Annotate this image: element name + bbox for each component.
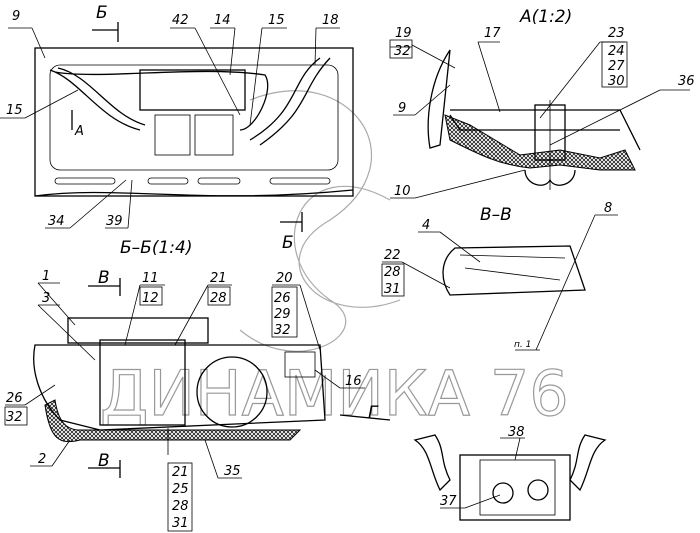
- view-g: 38 37: [413, 425, 607, 521]
- callout-15-left: 15: [6, 103, 23, 118]
- callout-31: 31: [384, 282, 401, 297]
- callout-30: 30: [608, 74, 625, 89]
- section-mark-v-bottom: В: [98, 451, 110, 471]
- callout-17: 17: [484, 26, 501, 41]
- callout-38: 38: [508, 425, 525, 440]
- callout-9-detail: 9: [398, 101, 406, 116]
- callout-1: 1: [42, 269, 50, 284]
- detail-a: A(1:2) 19 32 17 23 24 27 30 36 9 10: [389, 7, 695, 199]
- callout-34: 34: [48, 214, 65, 229]
- callout-p1: п. 1: [514, 340, 531, 350]
- section-v-title: В–В: [480, 205, 512, 225]
- callout-26: 26: [274, 291, 291, 306]
- callout-18: 18: [322, 13, 339, 28]
- section-mark-b-bottom: Б: [282, 233, 294, 253]
- callout-32-b: 32: [274, 323, 291, 338]
- callout-21-bottom: 21: [172, 465, 189, 480]
- callout-2: 2: [38, 452, 46, 467]
- callout-15: 15: [268, 13, 285, 28]
- watermark-text: ДИНАМИКА 76: [100, 357, 569, 430]
- callout-3: 3: [42, 291, 50, 306]
- callout-25: 25: [172, 482, 189, 497]
- detail-a-title: A(1:2): [519, 7, 572, 27]
- callout-20: 20: [276, 271, 293, 286]
- callout-27: 27: [608, 59, 625, 74]
- callout-31-bottom: 31: [172, 516, 189, 531]
- callout-12: 12: [142, 291, 159, 306]
- callout-23: 23: [608, 26, 625, 41]
- callout-11: 11: [142, 271, 159, 286]
- callout-36: 36: [678, 74, 695, 89]
- view-arrow-a: A: [74, 124, 84, 139]
- section-v-v: В–В 8 4 22 28 31 п. 1: [381, 201, 618, 351]
- callout-21: 21: [210, 271, 227, 286]
- callout-14: 14: [214, 13, 231, 28]
- callout-42: 42: [172, 13, 189, 28]
- callout-28-b: 28: [210, 291, 227, 306]
- section-mark-v-top: В: [98, 268, 110, 288]
- callout-29: 29: [274, 307, 291, 322]
- callout-32: 32: [394, 44, 411, 59]
- callout-35: 35: [224, 464, 241, 479]
- callout-8: 8: [604, 201, 612, 216]
- main-view: 9 Б 42 14 15 18 15 A 34 39 Б: [0, 3, 354, 253]
- callout-22: 22: [384, 248, 401, 263]
- watermark: ДИНАМИКА 76: [99, 90, 569, 431]
- section-b-b: Б–Б(1:4) В В Г 1 3 11 12 21 28 20 26: [4, 238, 391, 532]
- section-mark-b-top: Б: [96, 3, 108, 23]
- callout-32-left: 32: [6, 410, 23, 425]
- callout-26-left: 26: [6, 391, 23, 406]
- callout-10: 10: [394, 184, 411, 199]
- view-arrow-g: Г: [368, 403, 379, 423]
- callout-28-bottom: 28: [172, 499, 189, 514]
- callout-39: 39: [106, 214, 123, 229]
- callout-9: 9: [12, 9, 20, 24]
- callout-16: 16: [345, 374, 362, 389]
- section-b-title: Б–Б(1:4): [120, 238, 192, 258]
- callout-4: 4: [422, 218, 430, 233]
- callout-37: 37: [440, 494, 457, 509]
- callout-28: 28: [384, 265, 401, 280]
- callout-24: 24: [608, 44, 625, 59]
- callout-19: 19: [395, 26, 412, 41]
